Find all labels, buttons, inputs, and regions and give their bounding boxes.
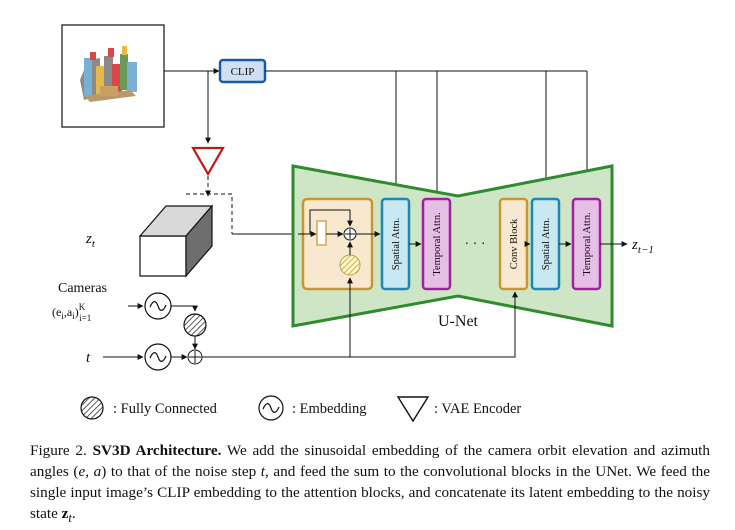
camera-fc-icon: [183, 313, 207, 337]
legend-embedding: : Embedding: [292, 401, 367, 417]
t-label: t: [86, 350, 91, 366]
z-input-label: zt: [85, 231, 96, 250]
svg-text:Conv Block: Conv Block: [509, 218, 520, 269]
caption-title: SV3D Architecture.: [92, 442, 222, 459]
noisy-state-cube: [138, 204, 214, 278]
temporal-attn-block-1: Temporal Attn.: [421, 197, 452, 291]
vae-encoder-legend-icon: [396, 396, 430, 423]
caption-label: Figure 2.: [30, 442, 87, 459]
temporal-attn-block-2: Temporal Attn.: [571, 197, 602, 291]
cameras-label: Cameras: [58, 281, 107, 296]
legend-vae-encoder: : VAE Encoder: [434, 401, 521, 417]
fc-inner-icon: [339, 254, 361, 276]
architecture-diagram: CLIP zt Spatial Attn.: [52, 24, 654, 423]
legend-fully-connected: : Fully Connected: [113, 401, 218, 417]
conv-block-detailed: [298, 197, 381, 291]
ellipsis: · · ·: [465, 237, 486, 252]
legend: : Fully Connected : Embedding : VAE Enco…: [80, 395, 521, 423]
svg-text:Temporal Attn.: Temporal Attn.: [582, 212, 593, 275]
castle-image: [80, 46, 137, 102]
clip-label: CLIP: [231, 66, 255, 78]
clip-encoder: CLIP: [218, 58, 267, 84]
vae-encoder-icon: [191, 146, 225, 177]
svg-text:Temporal Attn.: Temporal Attn.: [432, 212, 443, 275]
latent-cube: [186, 193, 233, 234]
input-image: [61, 24, 165, 128]
z-output-label: zt−1: [631, 237, 654, 256]
figure-caption: Figure 2. SV3D Architecture. We add the …: [30, 442, 711, 526]
conv-block-2: Conv Block: [498, 197, 529, 291]
svg-text:Spatial Attn.: Spatial Attn.: [541, 218, 552, 271]
spatial-attn-block-2: Spatial Attn.: [530, 197, 561, 291]
unet-label: U-Net: [438, 313, 479, 330]
fully-connected-icon: [80, 396, 104, 420]
spatial-attn-block-1: Spatial Attn.: [380, 197, 411, 291]
svg-text:Spatial Attn.: Spatial Attn.: [391, 218, 402, 271]
